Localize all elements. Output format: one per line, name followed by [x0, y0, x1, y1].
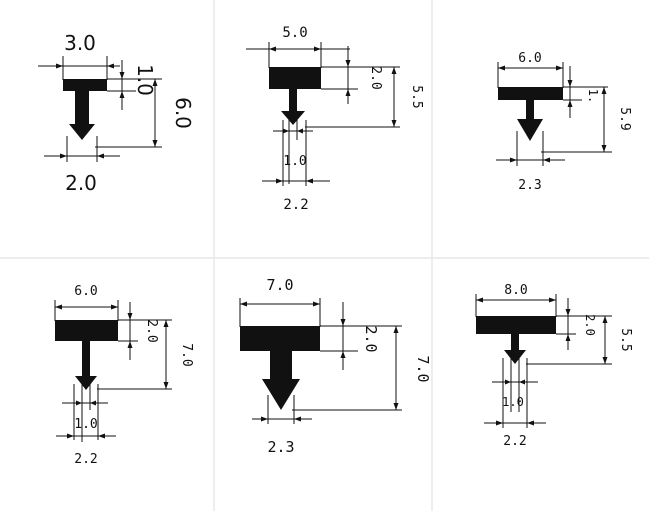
bottom-width-label: 2.3 [267, 438, 294, 456]
stem-width-label: 1.0 [283, 154, 306, 169]
top-width-label: 6.0 [518, 51, 541, 66]
total-height-label: 5.5 [409, 85, 424, 108]
t-profile-shape [63, 79, 107, 140]
bottom-width-label: 2.0 [65, 171, 97, 195]
cap-height-label: 2.0 [144, 319, 159, 342]
bottom-width-label: 2.3 [518, 178, 541, 193]
t-profile-shape [476, 316, 556, 364]
bottom-width-label: 2.2 [74, 452, 97, 467]
profile-4: 6.0 2.0 7.0 1.0 2.2 [54, 284, 194, 467]
profile-2: 5.0 2.0 5.5 1.0 2.2 [246, 25, 424, 213]
cap-height-label: 2.0 [583, 314, 597, 336]
cap-height-label: 1. [586, 89, 600, 103]
cap-height-label: 2.0 [368, 66, 383, 89]
total-height-label: 5.9 [617, 107, 632, 130]
top-width-label: 3.0 [64, 31, 96, 55]
t-profile-shape [498, 87, 563, 141]
profile-1: 3.0 1.0 6.0 2.0 [38, 31, 195, 195]
bottom-width-label: 2.2 [283, 197, 308, 213]
t-profile-shape [55, 320, 118, 390]
profile-3: 6.0 1. 5.9 2.3 [496, 51, 632, 193]
total-height-label: 7.0 [414, 355, 432, 382]
top-width-label: 8.0 [504, 283, 527, 298]
profile-6: 8.0 2.0 5.5 1.0 2.2 [475, 283, 633, 449]
t-profile-shape [269, 67, 321, 125]
stem-width-label: 1.0 [74, 417, 97, 432]
bottom-width-label: 2.2 [503, 434, 526, 449]
top-width-label: 5.0 [282, 25, 307, 41]
top-width-label: 6.0 [74, 284, 97, 299]
stem-width-label: 1.0 [502, 395, 524, 409]
top-width-label: 7.0 [266, 276, 293, 294]
t-profile-shape [240, 326, 320, 410]
total-height-label: 5.5 [618, 328, 633, 351]
profile-5: 7.0 2.0 7.0 2.3 [239, 276, 432, 456]
cap-height-label: 2.0 [362, 325, 380, 352]
cap-height-label: 1.0 [133, 64, 157, 96]
total-height-label: 7.0 [179, 343, 194, 366]
total-height-label: 6.0 [171, 97, 195, 129]
